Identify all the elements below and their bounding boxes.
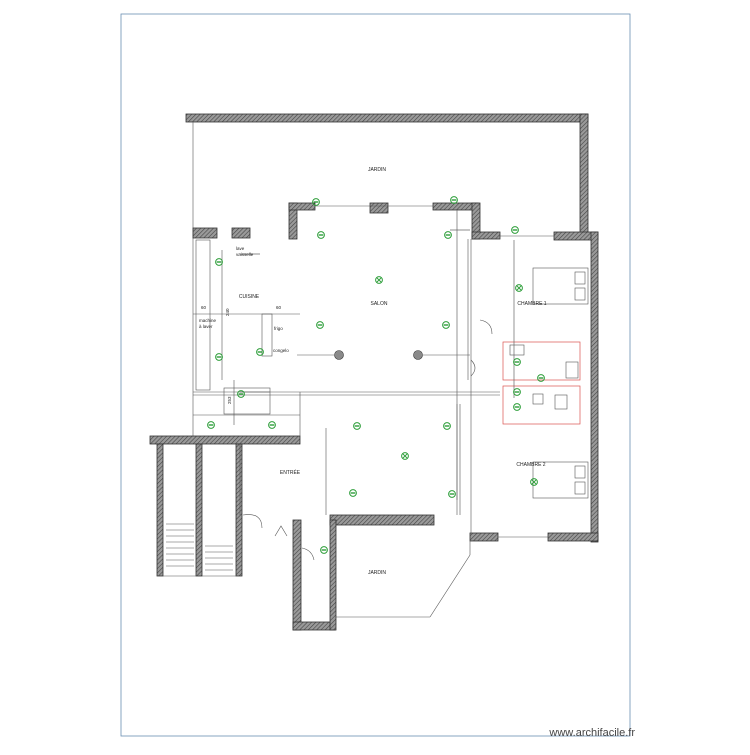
light-point-icon [443, 230, 453, 240]
wiring-arrows [240, 210, 515, 500]
room-label-cuisine: CUISINE [239, 294, 260, 300]
light-point-icon [512, 402, 522, 412]
light-point-icon [315, 320, 325, 330]
light-point-icon [447, 489, 457, 499]
walls [149, 113, 599, 631]
light-point-icon [441, 320, 451, 330]
light-point-icon [536, 373, 546, 383]
sheet-frame [120, 13, 631, 737]
ceiling-light-icon [530, 478, 538, 486]
light-point-icon [512, 357, 522, 367]
light-point-icon [442, 421, 452, 431]
watermark: www.archifacile.fr [549, 727, 635, 739]
room-label-jardin-bottom: JARDIN [368, 570, 386, 576]
light-point-icon [311, 197, 321, 207]
label-lave-vaisselle-2: vaisselle [236, 252, 254, 257]
bathroom-block [502, 341, 581, 425]
room-label-jardin-top: JARDIN [368, 167, 386, 173]
label-machine-2: à laver [199, 324, 213, 329]
dimension-lines [193, 250, 300, 425]
ceiling-light-icon [401, 452, 409, 460]
light-point-icon [449, 195, 459, 205]
light-point-icon [236, 389, 246, 399]
light-point-icon [352, 421, 362, 431]
ceiling-light-icon [375, 276, 383, 284]
electrical-fixtures [206, 195, 546, 555]
dimension-253: 253 [227, 396, 232, 404]
label-frigo: frigo [274, 326, 283, 331]
light-point-icon [319, 545, 329, 555]
dimension-60-right: 60 [276, 305, 282, 310]
dimension-60-left: 60 [201, 305, 207, 310]
label-machine-1: machine [199, 318, 217, 323]
label-lave-vaisselle-1: lave [236, 246, 245, 251]
light-point-icon [512, 387, 522, 397]
beds [532, 267, 589, 499]
light-point-icon [255, 347, 265, 357]
room-label-entree: ENTRÉE [280, 469, 301, 476]
light-point-icon [316, 230, 326, 240]
doors [242, 319, 493, 561]
light-point-icon [214, 352, 224, 362]
light-point-icon [510, 225, 520, 235]
room-label-chambre-2: CHAMBRE 2 [516, 462, 545, 468]
columns [297, 350, 470, 360]
light-point-icon [206, 420, 216, 430]
light-point-icon [267, 420, 277, 430]
ceiling-light-icon [515, 284, 523, 292]
label-congelo: congelo [273, 348, 289, 353]
room-label-chambre-1: CHAMBRE 1 [517, 301, 546, 307]
stair-steps [166, 523, 233, 571]
kitchen-counters [193, 239, 301, 436]
dimension-240: 240 [225, 308, 230, 316]
light-point-icon [214, 257, 224, 267]
light-point-icon [348, 488, 358, 498]
room-label-salon: SALON [371, 301, 388, 307]
